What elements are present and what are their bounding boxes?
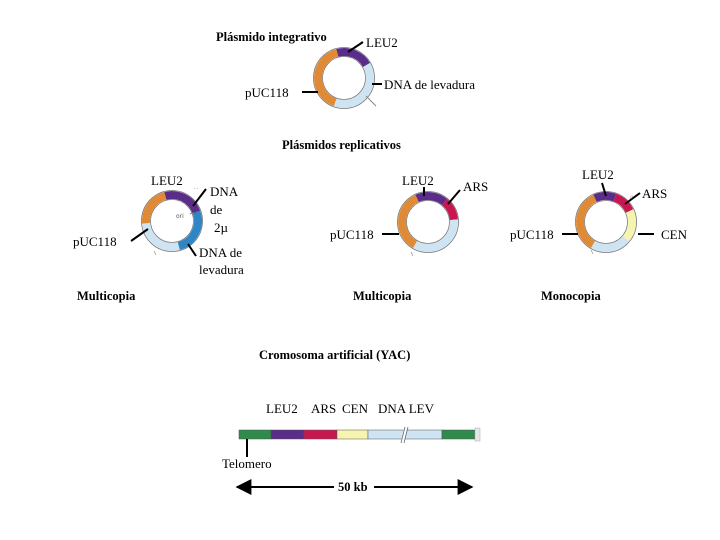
cen-plasmid-cen-label: CEN xyxy=(661,227,688,242)
ars-plasmid-puc118-label: pUC118 xyxy=(330,227,374,242)
ars-plasmid-ars-label: ARS xyxy=(463,179,488,194)
ars-plasmid-yeast-dna-segment xyxy=(413,219,458,252)
leu2-pointer xyxy=(347,41,364,53)
two-micron-plasmid-leu2-segment xyxy=(164,191,201,214)
two-micron-dna-label-2: de xyxy=(210,202,223,217)
yac-end-cap xyxy=(474,427,481,442)
integrative-plasmid-puc118-segment xyxy=(314,49,339,107)
two-micron-leu2-label: LEU2 xyxy=(151,173,183,188)
integrative-yeast-dna-label: DNA de levadura xyxy=(384,77,475,92)
cen-plasmid-leu2-label: LEU2 xyxy=(582,167,614,182)
ars-plasmid-leu2-label: LEU2 xyxy=(402,173,434,188)
yac-cen-label: CEN xyxy=(342,401,369,416)
yac-leu2-segment xyxy=(270,429,305,440)
two-micron-dna-pointer xyxy=(192,188,207,207)
two-micron-tick-mark xyxy=(153,250,157,256)
telomere-label: Telomero xyxy=(222,456,272,471)
cen-plasmid-inner-edge xyxy=(584,200,628,244)
two-micron-plasmid-puc118-segment xyxy=(142,192,167,224)
two-micron-caption: Multicopia xyxy=(77,289,136,303)
two-micron-dna-label-3: 2µ xyxy=(214,220,229,235)
cen-plasmid-outer-edge xyxy=(575,191,637,253)
ars-plasmid-ars-segment xyxy=(441,199,458,221)
replicative-plasmids-title: Plásmidos replicativos xyxy=(282,138,401,152)
ars-plasmid-ring xyxy=(397,191,459,253)
integrative-plasmid-outer-edge xyxy=(313,47,375,109)
integrative-plasmid-title: Plásmido integrativo xyxy=(216,30,327,44)
two-micron-plasmid-two-micron-segment xyxy=(177,210,202,250)
ori-arrow xyxy=(189,212,197,215)
ars-plasmid: LEU2 ARS pUC118 Multicopia xyxy=(330,173,488,303)
yac-ars-label: ARS xyxy=(311,401,336,416)
length-label: 50 kb xyxy=(338,480,368,494)
ars-plasmid-leu2-segment xyxy=(415,192,448,206)
cen-plasmid: LEU2 // ARS CEN pUC118 Monocopia xyxy=(510,167,688,303)
ars-plasmid-ars-pointer xyxy=(447,189,461,205)
yac-telomere-left xyxy=(238,429,272,440)
cen-plasmid-cen-segment xyxy=(622,209,636,242)
ars-plasmid-tick-mark xyxy=(410,251,414,257)
two-micron-plasmid-outer-edge xyxy=(141,190,203,252)
two-micron-tick: - - xyxy=(194,186,199,191)
cen-plasmid-ars-segment xyxy=(613,193,634,213)
yac-dna-lev-label: DNA LEV xyxy=(378,401,435,416)
two-micron-yeast-label-1: DNA de xyxy=(199,245,242,260)
cen-plasmid-tick-mark xyxy=(590,249,594,255)
yac-leu2-label: LEU2 xyxy=(266,401,298,416)
cen-plasmid-caption: Monocopia xyxy=(541,289,601,303)
ars-plasmid-inner-edge xyxy=(406,200,450,244)
yac-ars-segment xyxy=(303,429,338,440)
yac: Cromosoma artificial (YAC) LEU2 ARS CEN … xyxy=(222,348,481,495)
integrative-plasmid-ring xyxy=(313,47,375,109)
ars-plasmid-caption: Multicopia xyxy=(353,289,412,303)
integrative-puc118-label: pUC118 xyxy=(245,85,289,100)
yac-telomere-right xyxy=(441,429,476,440)
integrative-plasmid-inner-edge xyxy=(322,56,366,100)
two-micron-puc118-label: pUC118 xyxy=(73,234,117,249)
integrative-plasmid: Plásmido integrativo LEU2 DNA de levadur… xyxy=(216,30,475,109)
cen-plasmid-ars-label: ARS xyxy=(642,186,667,201)
yac-cen-segment xyxy=(336,429,369,440)
integrative-plasmid-yeast-dna-segment xyxy=(333,63,374,108)
two-micron-puc118-pointer xyxy=(130,228,149,242)
two-micron-plasmid-ring xyxy=(141,190,203,252)
cen-plasmid-ars-pointer xyxy=(624,192,641,205)
integrative-plasmid-leu2-segment xyxy=(336,48,370,68)
two-micron-plasmid: ori - - LEU2 DNA de 2µ pUC118 DNA de lev… xyxy=(73,173,244,303)
two-micron-plasmid-inner-edge xyxy=(150,199,194,243)
ars-plasmid-puc118-segment xyxy=(398,194,419,248)
two-micron-plasmid-yeast-dna-segment xyxy=(142,222,180,251)
cen-plasmid-tick: // xyxy=(630,195,633,200)
two-micron-yeast-label-2: levadura xyxy=(199,262,244,277)
integrative-leu2-label: LEU2 xyxy=(366,35,398,50)
cen-plasmid-yeast-dna-segment xyxy=(591,235,629,252)
integration-site-mark xyxy=(365,95,377,107)
yac-break-mark xyxy=(400,426,409,444)
two-micron-yeast-pointer xyxy=(187,243,197,257)
cen-plasmid-ring xyxy=(575,191,637,253)
two-micron-dna-label-1: DNA xyxy=(210,184,239,199)
yac-title: Cromosoma artificial (YAC) xyxy=(259,348,410,362)
cen-plasmid-leu2-segment xyxy=(593,192,617,203)
cen-plasmid-puc118-label: pUC118 xyxy=(510,227,554,242)
cen-plasmid-leu2-pointer xyxy=(601,182,607,197)
ars-plasmid-outer-edge xyxy=(397,191,459,253)
ori-label: ori xyxy=(176,213,184,220)
cen-plasmid-puc118-segment xyxy=(576,194,597,248)
